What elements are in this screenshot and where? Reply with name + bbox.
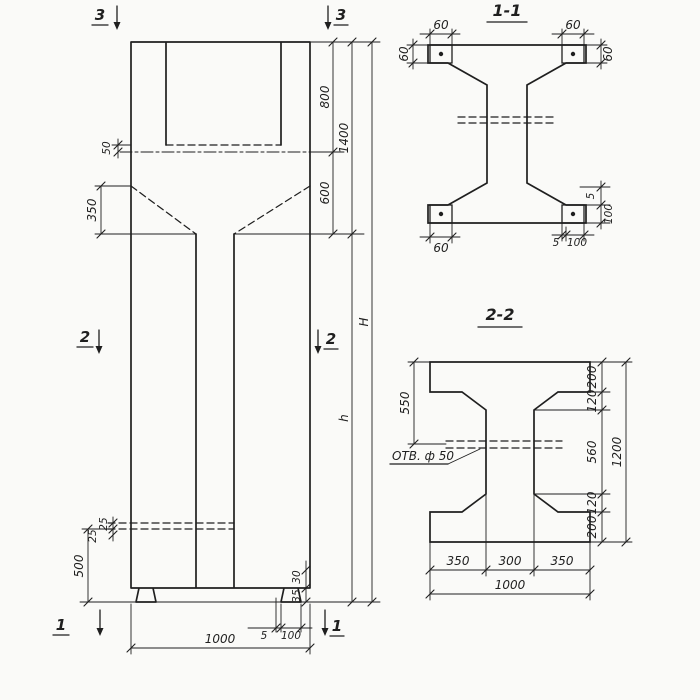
- dim-1-1-br-100: 100: [603, 204, 615, 224]
- dim-2-2-1000: 1000: [495, 578, 526, 592]
- dim-1-1-tl-60: 60: [433, 18, 449, 32]
- anchor-dot: [570, 51, 576, 57]
- dim-1-1-br-5: 5: [585, 192, 597, 199]
- dim-upper-1400: 1400: [337, 122, 351, 153]
- section-marker-2-right: 2: [326, 330, 336, 348]
- section-marker-3-left: 3: [95, 6, 105, 24]
- dim-2-2-550: 550: [398, 391, 412, 414]
- section-1-1-embed-plates: [429, 44, 585, 224]
- section-marker-2-left: 2: [80, 328, 90, 346]
- section-marker-3-right: 3: [336, 6, 346, 24]
- dim-foot-35: 35: [291, 589, 303, 603]
- dim-2-2-1200: 1200: [610, 436, 624, 467]
- dim-2-2-560: 560: [585, 440, 599, 463]
- dim-width-1000: 1000: [205, 632, 236, 646]
- dim-shoe-100: 100: [281, 630, 301, 642]
- dim-shoe-5: 5: [261, 630, 268, 642]
- elevation-view: 3 3 2 2 1 1 50 350 800 1400 600 H h 25 2…: [52, 5, 381, 655]
- dim-2-2-300: 300: [499, 554, 522, 568]
- dim-foot-30: 30: [291, 570, 303, 584]
- section-2-2-hole-hidden-lines: [445, 440, 563, 449]
- dim-embed-25a: 25: [98, 517, 110, 531]
- dim-base-500: 500: [72, 554, 86, 577]
- hole-label-leader: [447, 448, 481, 465]
- anchor-dot: [570, 211, 576, 217]
- dim-1-1-tl-side-60: 60: [397, 46, 411, 62]
- anchor-dot: [438, 211, 444, 217]
- section-2-2-title: 2-2: [486, 305, 515, 324]
- section-1-1-hidden-lines: [457, 116, 557, 124]
- dim-1-1-b-100: 100: [567, 237, 587, 249]
- dim-2-2-120a: 120: [585, 389, 599, 412]
- dim-2-2-120b: 120: [585, 491, 599, 514]
- elevation-hidden-lines: [107, 144, 311, 530]
- dim-2-2-350l: 350: [447, 554, 470, 568]
- section-marker-lines: [52, 5, 349, 637]
- section-1-1-dimension-lines: [406, 28, 611, 244]
- section-marker-1-right: 1: [332, 617, 342, 635]
- section-2-2-dimension-ticks: [409, 357, 631, 599]
- elevation-dimension-lines: [79, 41, 381, 655]
- dim-2-2-350r: 350: [551, 554, 574, 568]
- dim-2-2-200b: 200: [585, 515, 599, 538]
- dim-embed-25b: 25: [87, 529, 99, 543]
- section-1-1-title: 1-1: [493, 1, 522, 20]
- dim-top-800: 800: [318, 85, 332, 108]
- section-1-1-outline: [427, 44, 587, 224]
- dim-1-1-bl-60: 60: [433, 241, 449, 255]
- elevation-dimension-ticks: [83, 37, 377, 653]
- section-1-1-view: 1-1 60 60 60 60 60 5 100 5 100: [397, 1, 615, 255]
- dim-1-1-tr-60: 60: [565, 18, 581, 32]
- section-1-1-dimension-ticks: [408, 29, 606, 242]
- dim-1-1-tr-side-60: 60: [601, 46, 615, 62]
- dim-plate-50: 50: [101, 141, 113, 155]
- dim-1-1-b-5: 5: [553, 237, 560, 249]
- dim-taper-350: 350: [85, 198, 99, 221]
- section-2-2-outline: [429, 361, 591, 543]
- section-marker-1-left: 1: [56, 616, 66, 634]
- dim-2-2-200a: 200: [585, 365, 599, 388]
- section-2-2-dimension-lines: [407, 361, 633, 601]
- hole-label: ОТВ. ф 50: [392, 449, 454, 463]
- dim-neck-600: 600: [318, 181, 332, 204]
- dim-overall-H: H: [357, 317, 371, 326]
- elevation-outline: [130, 41, 311, 603]
- dim-shaft-h: h: [337, 414, 351, 422]
- section-2-2-view: 2-2 ОТВ. ф 50 550 200 120 560 120 200 12…: [389, 305, 633, 601]
- anchor-dot: [438, 51, 444, 57]
